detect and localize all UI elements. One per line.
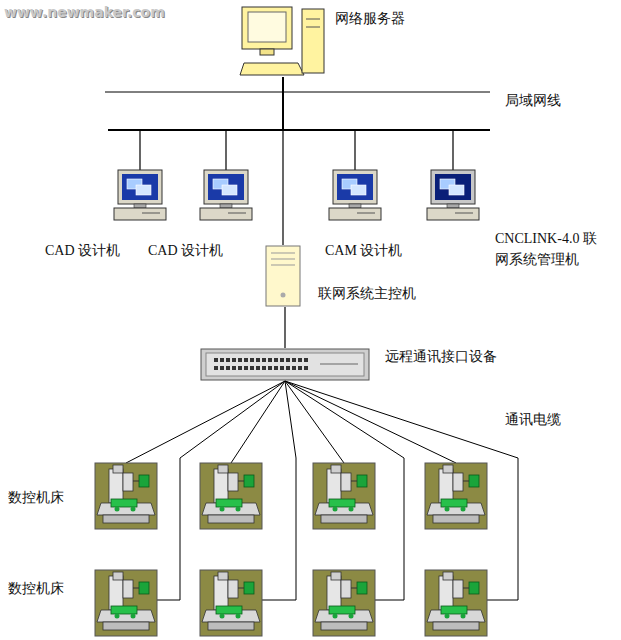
network-line [283, 77, 355, 170]
pc-drawing [327, 170, 383, 222]
network-line [283, 77, 453, 170]
node-caption: 联网系统主控机 [318, 283, 416, 304]
cable [126, 381, 518, 600]
pc-icon: CAD 设计机 [198, 170, 254, 222]
server-icon: 网络服务器 [238, 5, 328, 77]
node-caption: CNCLINK-4.0 联网系统管理机 [495, 228, 607, 270]
pc-icon: CAM 设计机 [327, 170, 383, 222]
tower-drawing [265, 245, 301, 307]
lan-line [105, 92, 490, 93]
node-caption: CAD 设计机 [148, 240, 223, 261]
cable-label: 通讯电缆 [505, 411, 561, 429]
tower-icon: 联网系统主控机 [265, 245, 301, 307]
rack-icon: 远程通讯接口设备 [200, 348, 370, 381]
rack-drawing [200, 348, 370, 381]
row-label: 数控机床 [8, 489, 64, 507]
watermark: www.newmaker.com [4, 4, 165, 20]
row-label: 数控机床 [8, 580, 64, 598]
network-line [226, 77, 283, 170]
cnc-machine [95, 463, 487, 636]
lan-label: 局域网线 [505, 92, 561, 110]
pc-icon: CAD 设计机 [112, 170, 168, 222]
node-caption: 网络服务器 [335, 8, 405, 29]
node-caption: CAM 设计机 [325, 240, 402, 261]
pc2-icon: CNCLINK-4.0 联网系统管理机 [425, 170, 481, 222]
pc2-drawing [425, 170, 481, 222]
pc-drawing [198, 170, 254, 222]
pc-drawing [112, 170, 168, 222]
network-line [140, 77, 283, 170]
server-drawing [238, 5, 328, 77]
network-line [284, 307, 285, 348]
node-caption: CAD 设计机 [45, 240, 120, 261]
network-line [282, 77, 283, 245]
node-caption: 远程通讯接口设备 [385, 346, 497, 367]
